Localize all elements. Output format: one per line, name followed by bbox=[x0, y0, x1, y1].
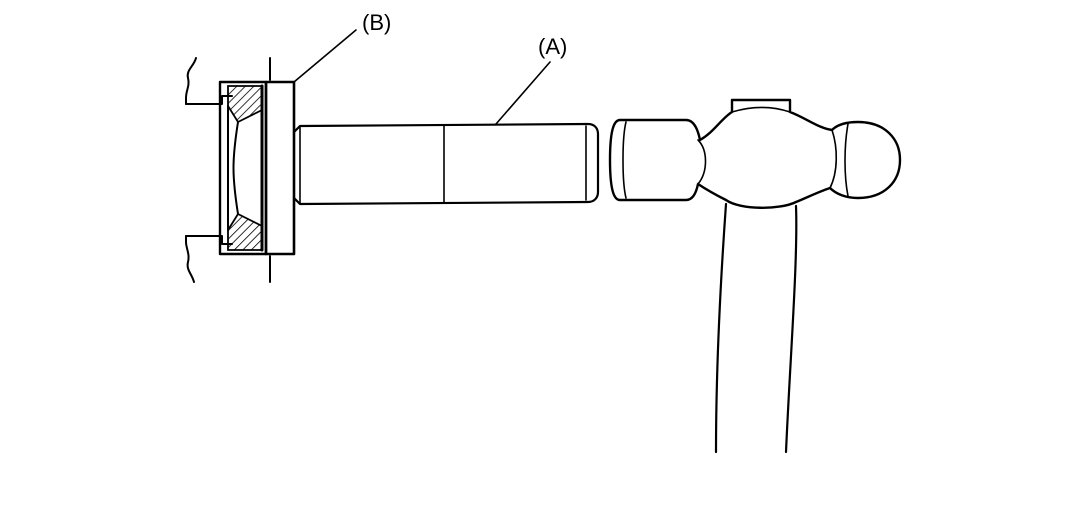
installer-tool bbox=[264, 80, 600, 256]
hammer bbox=[608, 98, 902, 454]
leader-line-a bbox=[495, 61, 551, 125]
label-b: (B) bbox=[362, 10, 391, 35]
leader-line-b bbox=[293, 29, 357, 83]
oil-seal bbox=[218, 80, 268, 256]
housing bbox=[185, 57, 271, 283]
label-a: (A) bbox=[538, 34, 567, 59]
